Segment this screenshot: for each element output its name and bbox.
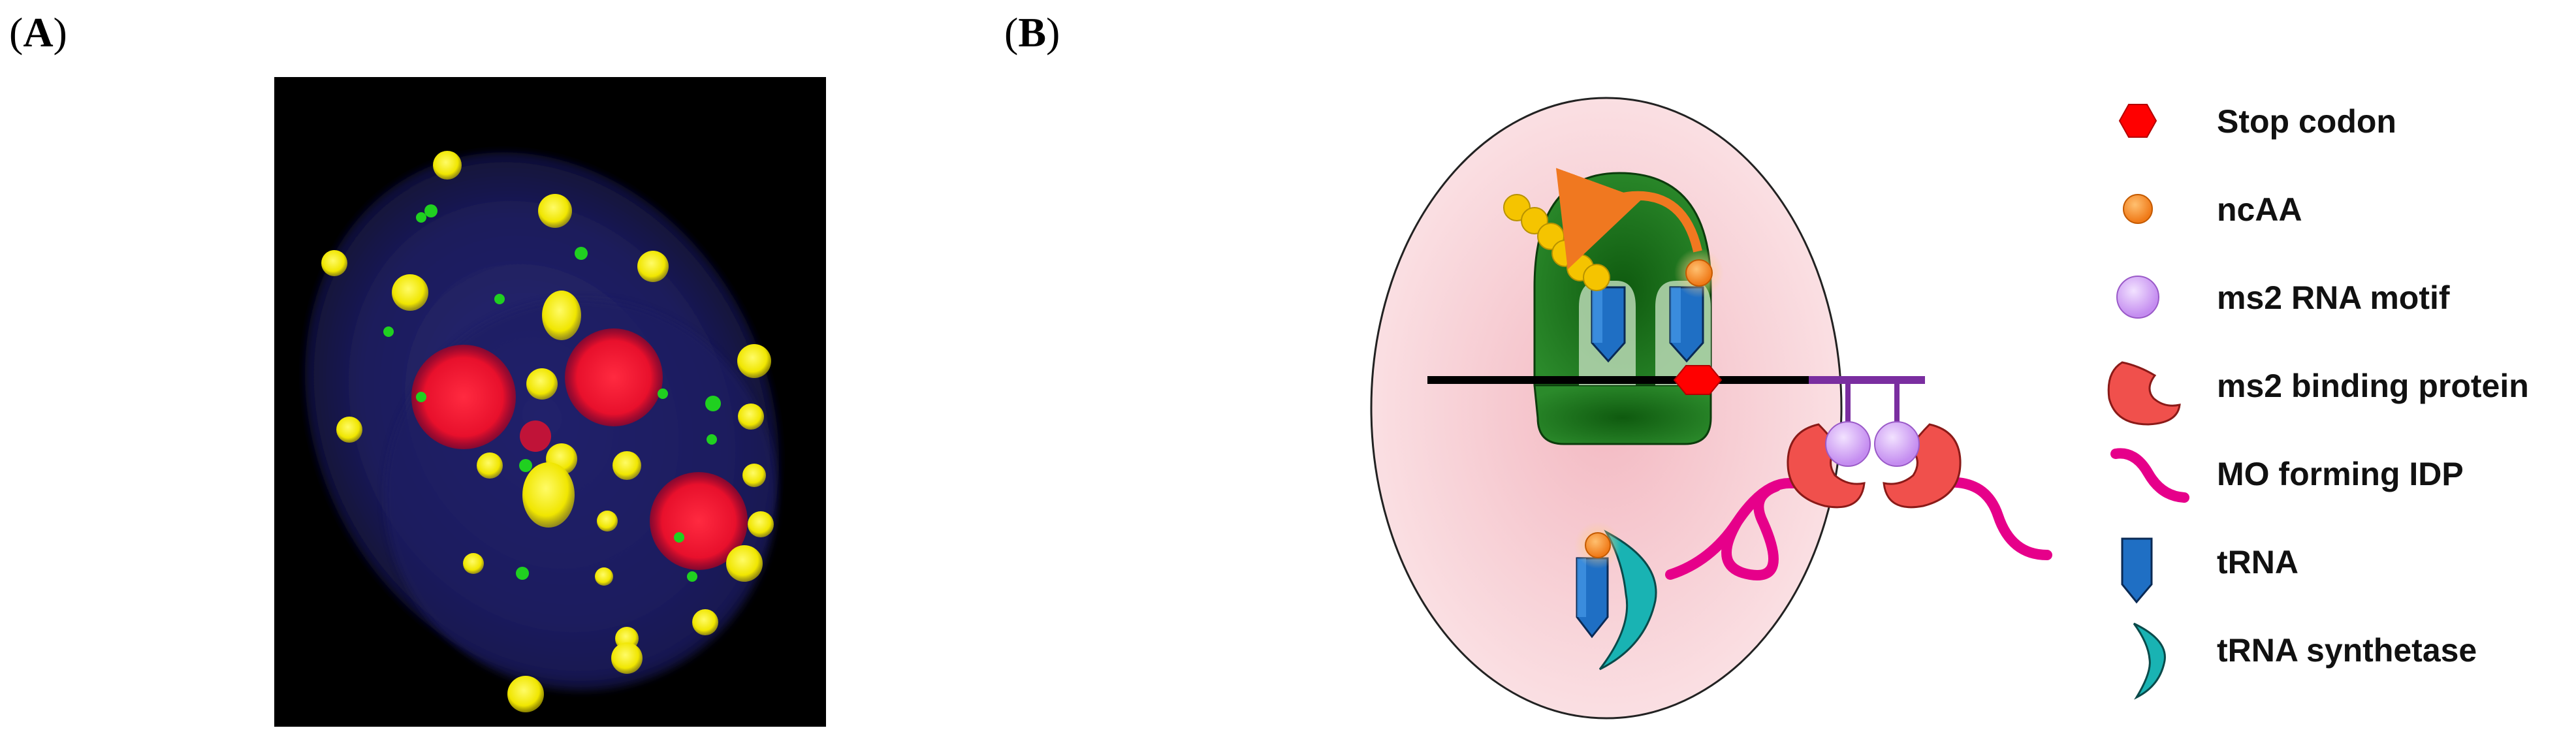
nucleoli <box>411 328 748 570</box>
legend-label-trna: tRNA <box>2217 544 2298 580</box>
legend-label-mo-forming-idp: MO forming IDP <box>2217 456 2464 492</box>
stop-codon <box>1673 365 1723 395</box>
nucleolus <box>650 472 748 570</box>
ms2-rna-motif <box>1874 421 1920 467</box>
trna-synthetase-icon <box>2133 622 2166 700</box>
transfer-arrow <box>1555 168 1702 270</box>
ribosome-ncaa <box>1685 259 1713 287</box>
nucleolus <box>411 345 516 449</box>
legend: Stop codon ncAA ms2 RNA motif ms2 bindin… <box>2107 103 2529 700</box>
legend-label-trna-synthetase: tRNA synthetase <box>2217 632 2477 669</box>
ncaa-orange-circle-icon <box>2123 194 2153 224</box>
green-foci <box>383 204 721 582</box>
nucleus-micrograph <box>274 77 826 727</box>
mo-forming-idp-icon <box>2110 448 2189 503</box>
stop-codon-hexagon-icon <box>2118 104 2157 138</box>
legend-item-ncaa: ncAA <box>2123 191 2302 228</box>
micrograph-svg <box>305 151 779 712</box>
legend-label-ms2-binding-protein: ms2 binding protein <box>2217 368 2529 404</box>
ms2-binding-protein-icon <box>2107 361 2181 426</box>
ms2-rna-motif <box>1825 421 1871 467</box>
trna-icon <box>2121 537 2153 604</box>
panel-b-label: (B) <box>1004 9 1060 55</box>
nucleolus <box>565 328 663 426</box>
legend-item-trna-synthetase: tRNA synthetase <box>2133 622 2477 700</box>
panel-a-label: (A) <box>9 9 67 55</box>
yellow-foci <box>321 151 774 712</box>
legend-item-mo-forming-idp: MO forming IDP <box>2110 448 2464 503</box>
ribosome-trna-right <box>1669 286 1704 363</box>
legend-item-stop-codon: Stop codon <box>2118 103 2396 140</box>
legend-label-ncaa: ncAA <box>2217 191 2302 228</box>
legend-item-ms2-binding-protein: ms2 binding protein <box>2107 361 2529 426</box>
ribosome-trna-left <box>1591 286 1626 363</box>
nucleolus <box>520 420 551 452</box>
legend-item-ms2-rna-motif: ms2 RNA motif <box>2116 276 2450 319</box>
legend-label-ms2-rna-motif: ms2 RNA motif <box>2217 279 2450 316</box>
trna-synthetase-complex <box>1574 522 1657 671</box>
ms2-rna-motif-icon <box>2116 276 2159 319</box>
legend-label-stop-codon: Stop codon <box>2217 103 2396 140</box>
legend-item-trna: tRNA <box>2121 537 2298 604</box>
